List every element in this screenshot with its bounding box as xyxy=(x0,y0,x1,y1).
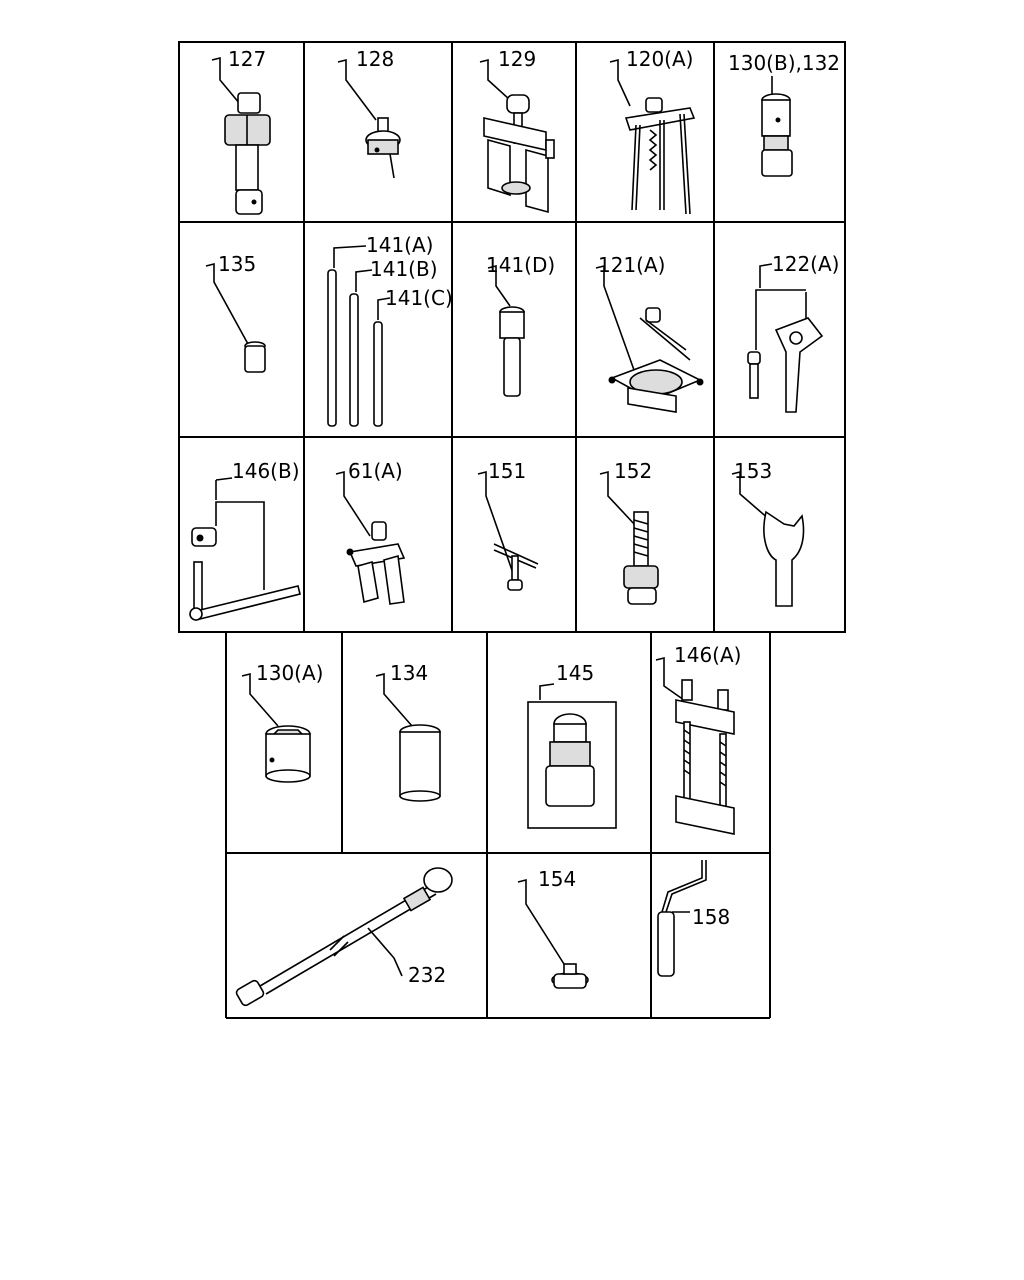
part-127: 127 xyxy=(211,47,271,215)
wrench-icon xyxy=(189,527,301,621)
puller-icon xyxy=(608,307,704,413)
socket-icon xyxy=(761,93,793,177)
puller-icon xyxy=(346,521,406,605)
part-158: 158 xyxy=(657,860,730,977)
wrench-icon xyxy=(493,543,539,591)
socket-icon xyxy=(244,341,266,373)
part-61A: 61(A) xyxy=(335,459,406,605)
compressor-icon xyxy=(675,679,735,835)
grid-lower xyxy=(225,632,771,1019)
label-122A: 122(A) xyxy=(772,252,839,276)
socket-icon xyxy=(399,724,441,802)
rod-icon xyxy=(327,269,383,427)
puller-icon xyxy=(623,511,659,605)
part-130B-132: 130(B),132 xyxy=(728,51,840,177)
label-151: 151 xyxy=(488,459,526,483)
label-153: 153 xyxy=(734,459,772,483)
grid-upper xyxy=(178,41,846,633)
label-141D: 141(D) xyxy=(486,253,555,277)
part-151: 151 xyxy=(477,459,539,591)
part-129: 129 xyxy=(479,47,555,214)
wrench-icon xyxy=(763,510,805,607)
part-152: 152 xyxy=(599,459,659,605)
label-121A: 121(A) xyxy=(598,253,665,277)
label-232: 232 xyxy=(408,963,446,987)
puller-icon xyxy=(224,92,271,215)
label-141C: 141(C) xyxy=(385,286,453,310)
part-146B: 146(B) xyxy=(189,459,301,621)
label-127: 127 xyxy=(228,47,266,71)
part-130A: 130(A) xyxy=(241,661,323,783)
label-141A: 141(A) xyxy=(366,233,433,257)
part-128: 128 xyxy=(337,47,401,179)
part-146A: 146(A) xyxy=(655,643,741,835)
part-141ABC: 141(A) 141(B) 141(C) xyxy=(327,233,453,427)
wrench-icon xyxy=(747,317,824,413)
part-141D: 141(D) xyxy=(486,253,555,397)
label-130A: 130(A) xyxy=(256,661,323,685)
part-153: 153 xyxy=(731,459,805,607)
puller-icon xyxy=(365,117,401,179)
part-120A: 120(A) xyxy=(609,47,696,215)
part-232: 232 xyxy=(235,867,453,1007)
part-145: 145 xyxy=(527,661,617,829)
label-135: 135 xyxy=(218,252,256,276)
puller-icon xyxy=(624,97,696,215)
part-134: 134 xyxy=(375,661,441,802)
extension-icon xyxy=(235,867,453,1007)
label-141B: 141(B) xyxy=(370,257,438,281)
part-121A: 121(A) xyxy=(595,253,704,413)
socket-icon xyxy=(499,306,525,397)
socket-icon xyxy=(265,725,311,783)
wrench-icon xyxy=(657,860,707,977)
label-154: 154 xyxy=(538,867,576,891)
label-146B: 146(B) xyxy=(232,459,300,483)
puller-icon xyxy=(551,963,589,989)
label-158: 158 xyxy=(692,905,730,929)
part-122A: 122(A) xyxy=(747,252,839,413)
label-130B-132: 130(B),132 xyxy=(728,51,840,75)
label-120A: 120(A) xyxy=(626,47,693,71)
puller-icon xyxy=(545,713,595,807)
label-129: 129 xyxy=(498,47,536,71)
part-154: 154 xyxy=(517,867,589,989)
label-61A: 61(A) xyxy=(348,459,403,483)
label-128: 128 xyxy=(356,47,394,71)
label-146A: 146(A) xyxy=(674,643,741,667)
puller-icon xyxy=(483,94,555,214)
part-135: 135 xyxy=(205,252,266,373)
label-152: 152 xyxy=(614,459,652,483)
label-134: 134 xyxy=(390,661,428,685)
label-145: 145 xyxy=(556,661,594,685)
